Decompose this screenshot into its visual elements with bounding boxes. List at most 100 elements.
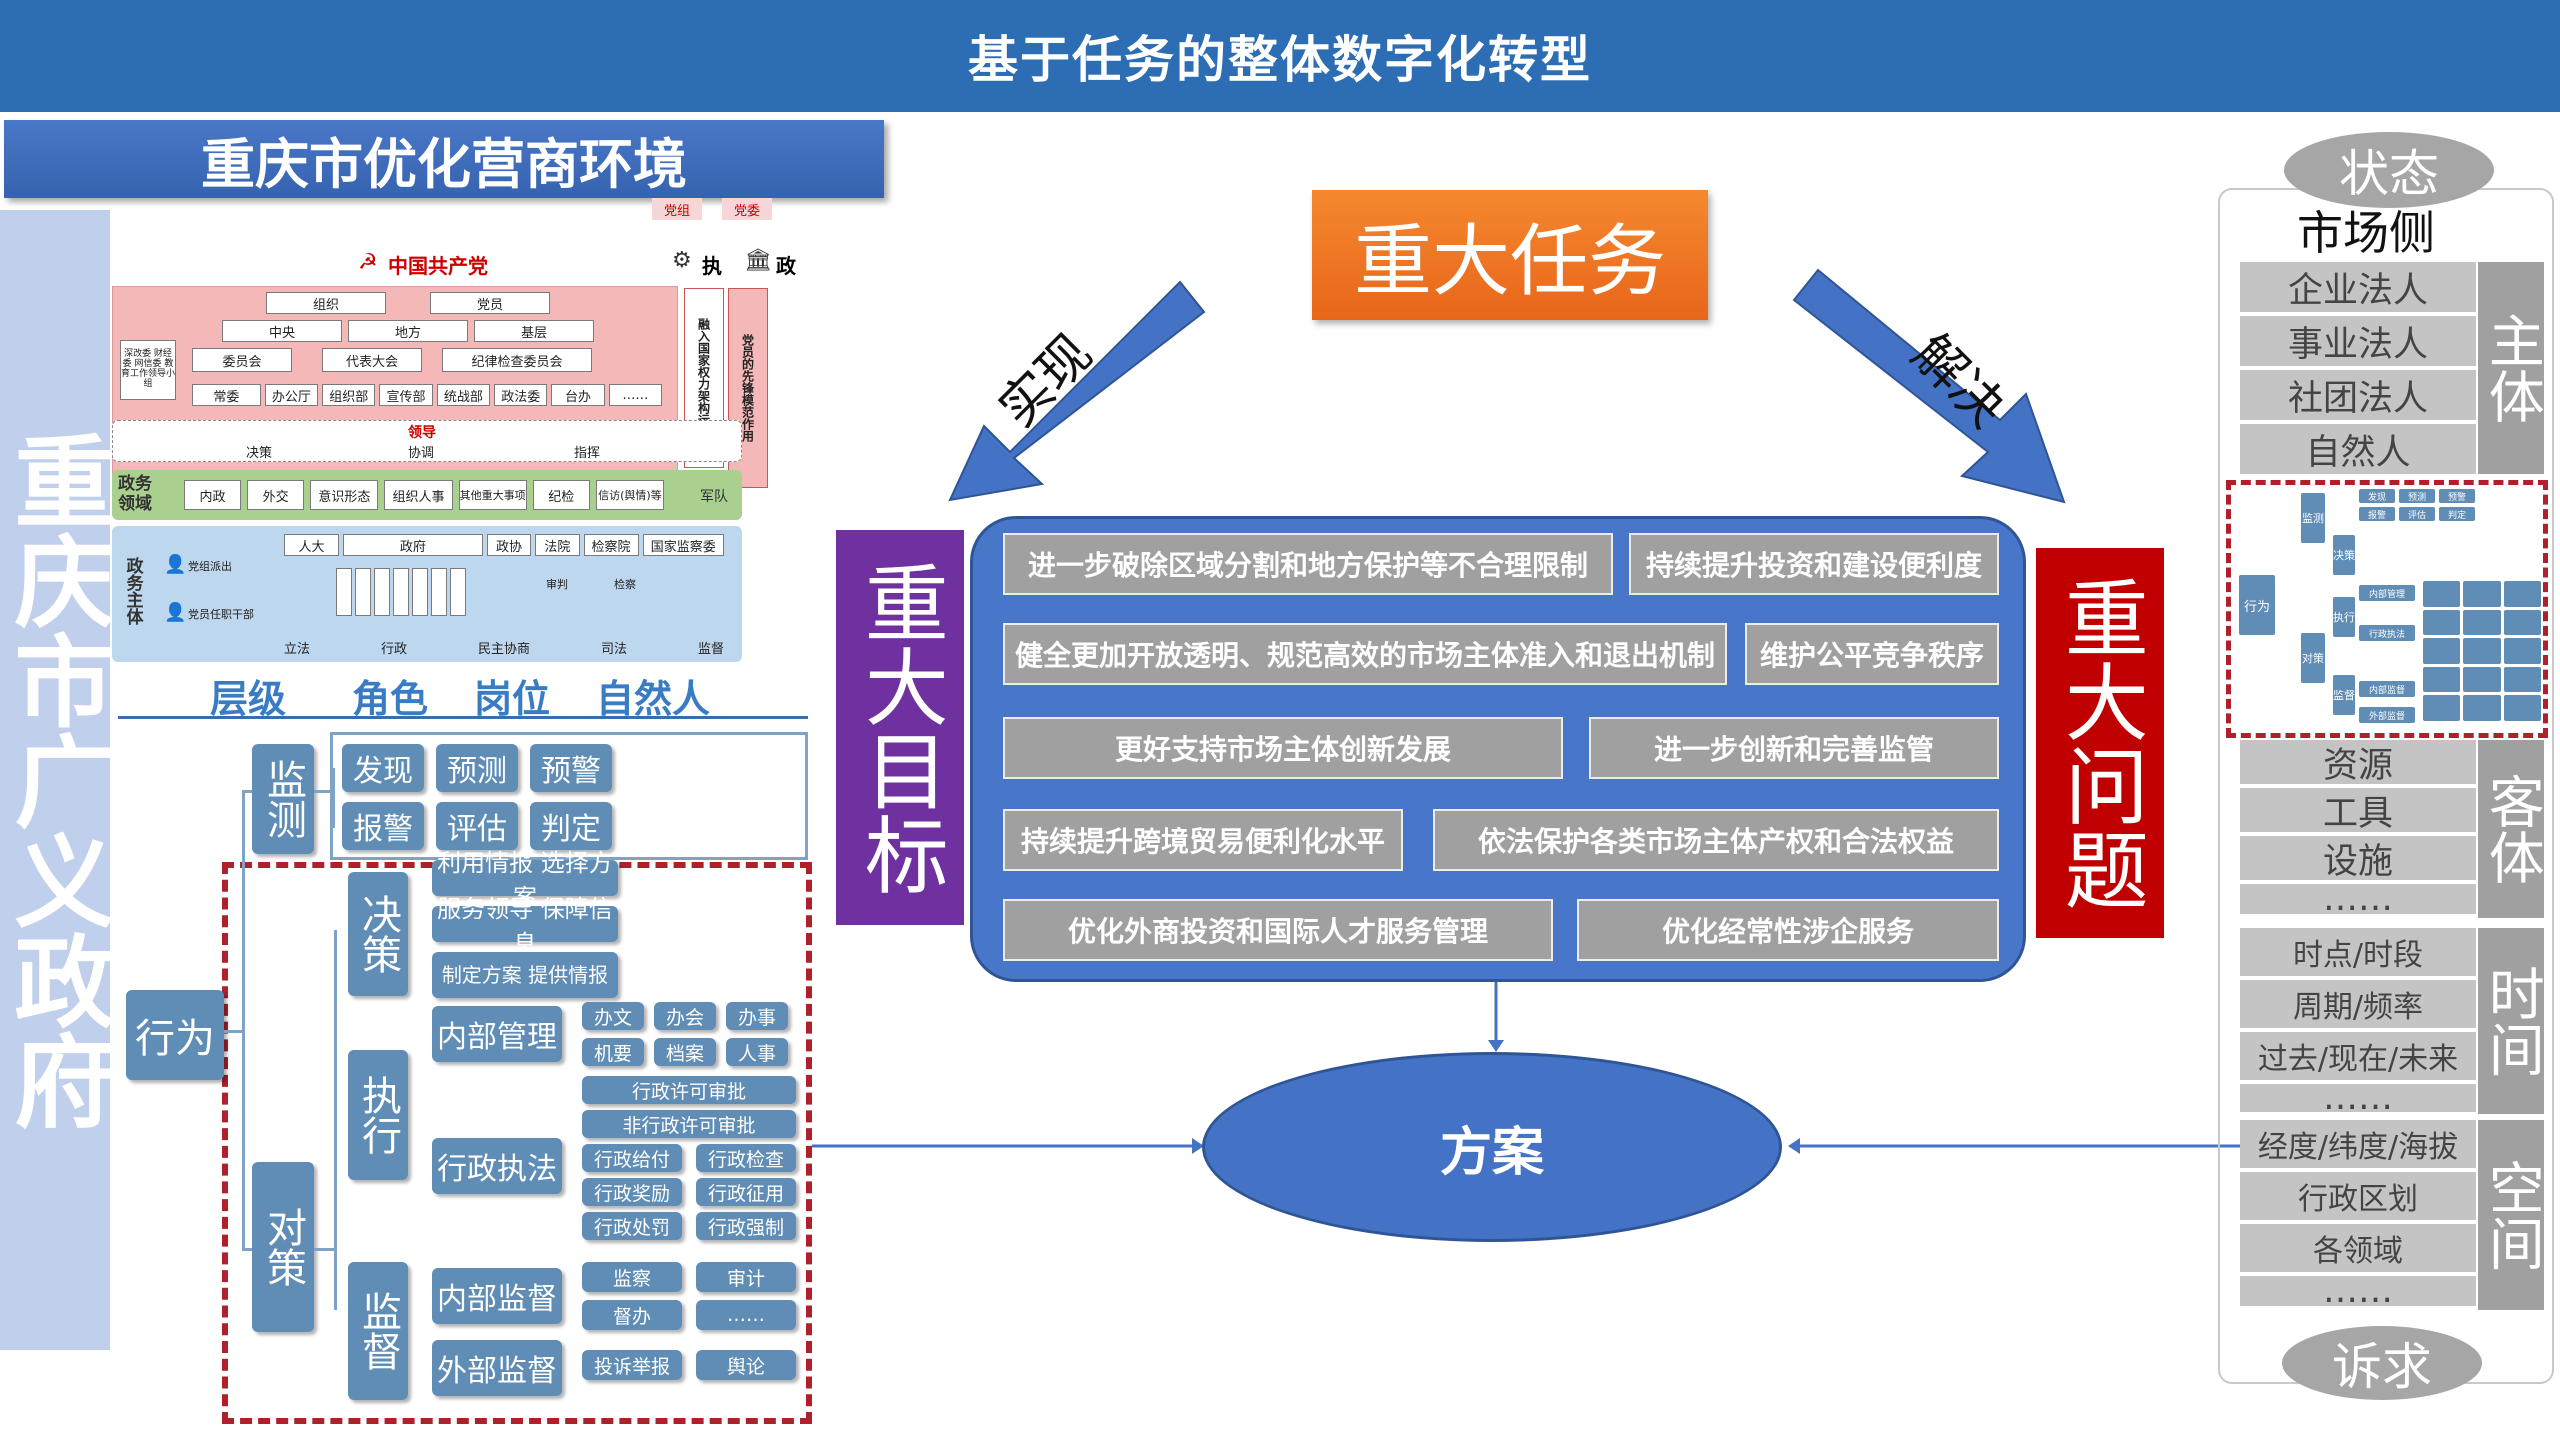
market-side-label: 市场侧 — [2297, 206, 2435, 260]
mini-decide: 决策 — [2333, 535, 2355, 575]
law-penalty: 行政处罚 — [582, 1212, 682, 1240]
mgmt-document: 办文 — [582, 1002, 644, 1030]
page-title: 基于任务的整体数字化转型 — [0, 0, 2560, 112]
org-box-standing: 常委 — [192, 384, 261, 406]
subject-supervision: 国家监察委 — [642, 534, 724, 556]
mini-judge: 判定 — [2439, 507, 2475, 521]
gear-icon: ⚙ — [672, 248, 692, 273]
object-side: 客体 — [2478, 740, 2544, 918]
mini-root: 行为 — [2239, 575, 2275, 635]
space-coordinates: 经度/纬度/海拔 — [2240, 1120, 2476, 1168]
domain-label: 政务领域 — [118, 474, 152, 515]
time-cycle: 周期/频率 — [2240, 980, 2476, 1028]
subject-enterprise: 企业法人 — [2240, 262, 2476, 312]
domain-personnel: 组织人事 — [384, 480, 453, 510]
lead-band — [112, 420, 742, 462]
external-sup-node: 外部监督 — [432, 1340, 562, 1396]
domain-internal: 内政 — [184, 480, 242, 510]
measure-9: 优化外商投资和国际人才服务管理 — [1003, 899, 1553, 961]
subject-society: 社团法人 — [2240, 370, 2476, 420]
measure-10: 优化经常性涉企服务 — [1577, 899, 1999, 961]
monitor-node-text: 监测 — [260, 759, 306, 839]
org-box-taiwan: 台办 — [551, 384, 605, 406]
law-reward: 行政奖励 — [582, 1178, 682, 1206]
subject-label: 政务主体 — [118, 536, 148, 646]
monitor-alarm: 报警 — [342, 802, 424, 850]
arrow-realize — [948, 280, 1206, 502]
subject-top: 人大 政府 政协 法院 检察院 国家监察委 — [284, 534, 724, 556]
subject-government: 政府 — [342, 534, 483, 556]
level-label-person: 自然人 — [596, 677, 711, 721]
subject-congress: 人大 — [284, 534, 339, 556]
major-goal-box: 重大目标 — [836, 530, 964, 925]
army-label: 军队 — [700, 489, 728, 505]
mini-internal-sup: 内部监督 — [2359, 681, 2415, 697]
mini-assess: 评估 — [2399, 507, 2435, 521]
exec-label: 执 — [702, 254, 722, 278]
subject-natural-person: 自然人 — [2240, 424, 2476, 474]
measure-3: 健全更加开放透明、规范高效的市场主体准入和退出机制 — [1003, 623, 1727, 685]
mini-predict: 预测 — [2399, 489, 2435, 503]
lead-coordinate: 协调 — [408, 446, 435, 461]
party-name: 中国共产党 — [388, 254, 488, 278]
tree-line — [314, 1248, 336, 1251]
org-chart: 党组 党委 ☭ 中国共产党 ⚙ 执 🏛 政 组织 党员 中央 地方 基层 委员会… — [112, 198, 796, 668]
arrow-solve — [1792, 268, 2066, 504]
state-pill: 状态 — [2284, 132, 2494, 208]
monitor-assess: 评估 — [436, 802, 518, 850]
sup-supervise: 督办 — [582, 1300, 682, 1330]
measure-7: 持续提升跨境贸易便利化水平 — [1003, 809, 1403, 871]
mini-behavior-tree: 行为 监测 对策 决策 执行 监督 发现 预测 预警 报警 评估 判定 内部管理… — [2226, 480, 2548, 738]
org-right-note-text: 融入国家权力架构运行 — [696, 318, 711, 438]
domain-discipline: 纪检 — [532, 480, 590, 510]
level-label-tier: 层级 — [210, 677, 287, 721]
org-top-small-2: 党委 — [722, 198, 772, 220]
major-task-box: 重大任务 — [1312, 190, 1708, 320]
domain-ideology: 意识形态 — [310, 480, 379, 510]
domain-foreign: 外交 — [247, 480, 305, 510]
law-enforcement-node: 行政执法 — [432, 1138, 562, 1194]
org-box-office: 办公厅 — [264, 384, 319, 406]
domain-other: 其他重大事项 — [458, 480, 527, 510]
monitor-warn: 预警 — [530, 744, 612, 792]
connector-arrowhead — [1488, 1040, 1504, 1052]
supervise-node: 监督 — [348, 1262, 408, 1400]
law-inspection: 行政检查 — [696, 1144, 796, 1172]
org-box-local: 地方 — [348, 320, 468, 342]
tree-line — [242, 1248, 252, 1251]
space-division: 行政区划 — [2240, 1172, 2476, 1220]
object-facility: 设施 — [2240, 836, 2476, 882]
org-box-committee: 委员会 — [192, 348, 292, 372]
tree-line — [332, 768, 335, 828]
law-permit: 行政许可审批 — [582, 1076, 796, 1104]
mgmt-confidential: 机要 — [582, 1038, 644, 1066]
tree-line — [314, 790, 332, 793]
subject-bottom: 立法 行政 民主协商 司法 监督 — [284, 638, 724, 658]
org-box-org-dept: 组织部 — [322, 384, 376, 406]
monitor-predict: 预测 — [436, 744, 518, 792]
subject-procuratorate: 检察院 — [583, 534, 639, 556]
time-rows: 时点/时段 周期/频率 过去/现在/未来 …… — [2240, 928, 2476, 1118]
subject-court: 法院 — [535, 534, 580, 556]
person-icon: 👤 — [164, 554, 187, 575]
subject-supervise: 监督 — [697, 642, 724, 657]
response-node: 对策 — [252, 1162, 314, 1332]
law-requisition: 行政征用 — [696, 1178, 796, 1206]
subject-side-text: 主体 — [2479, 312, 2545, 424]
space-etc: …… — [2240, 1271, 2476, 1311]
time-side: 时间 — [2478, 928, 2544, 1114]
org-right-note2-text: 党员的先锋模范作用 — [740, 334, 755, 442]
execute-node-text: 执行 — [355, 1075, 401, 1155]
mgmt-personnel: 人事 — [726, 1038, 788, 1066]
subject-judiciary: 司法 — [600, 642, 627, 657]
region-banner: 重庆市优化营商环境 — [4, 120, 884, 198]
space-domains: 各领域 — [2240, 1224, 2476, 1272]
mini-monitor: 监测 — [2301, 493, 2325, 543]
tree-line — [242, 790, 245, 1250]
tree-outer-frame — [330, 732, 808, 860]
org-top-small-1: 党组 — [652, 198, 702, 220]
org-box-discipline: 纪律检查委员会 — [442, 348, 592, 372]
execute-node: 执行 — [348, 1050, 408, 1180]
subject-side: 主体 — [2478, 262, 2544, 474]
